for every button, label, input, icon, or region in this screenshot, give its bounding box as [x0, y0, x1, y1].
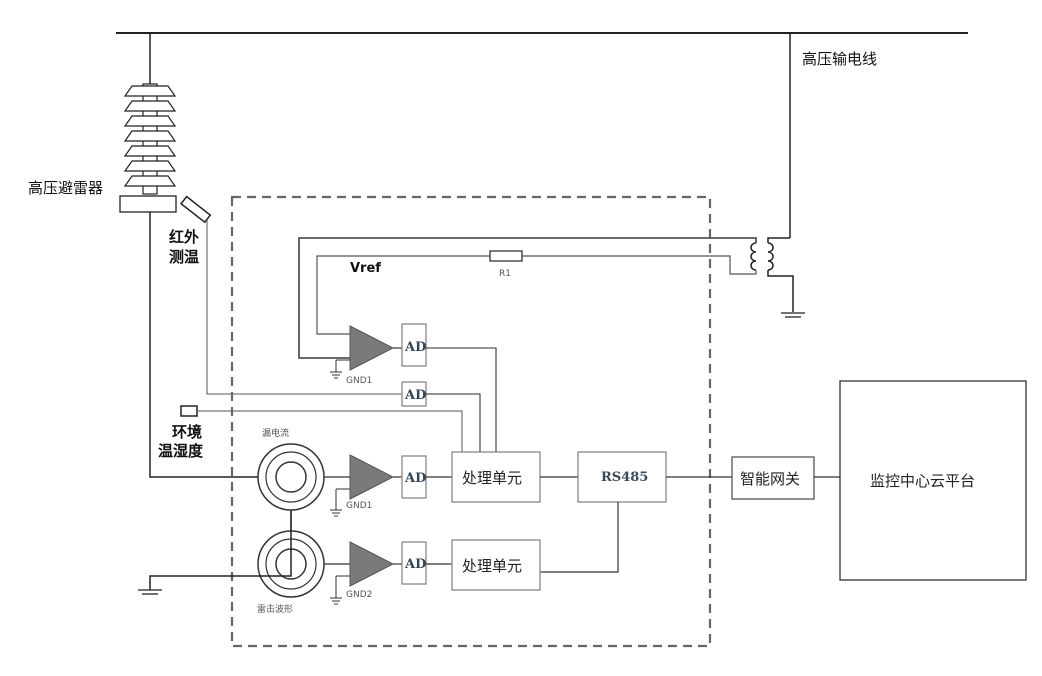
- vref-label: Vref: [350, 261, 381, 276]
- env-sensor-wire: [197, 410, 463, 452]
- env-label-1: 环境: [172, 423, 202, 441]
- leakage-current-sensor-icon: [257, 443, 325, 511]
- rs485-module: [577, 451, 667, 503]
- gnd1-b-icon: [330, 488, 350, 517]
- proc-1-label: 处理单元: [462, 469, 522, 487]
- cloud-label: 监控中心云平台: [870, 472, 975, 490]
- processing-unit-2: [451, 539, 541, 591]
- env-sensor-icon: [180, 405, 198, 417]
- processing-unit-1: [451, 451, 541, 503]
- ad-3-label: AD: [404, 471, 426, 486]
- r1-label: R1: [499, 269, 511, 279]
- hv-tap-to-coil: [767, 237, 790, 243]
- gnd1-a-label: GND1: [346, 376, 372, 386]
- ad-converter-1: [401, 323, 427, 367]
- amplifier-2-icon: [349, 454, 395, 500]
- env-label-2: 温湿度: [158, 442, 204, 460]
- gnd2-label: GND2: [346, 590, 372, 600]
- ground-icon-2: [138, 589, 162, 595]
- proc-2-label: 处理单元: [462, 557, 522, 575]
- amplifier-1-icon: [349, 325, 395, 371]
- ad2-to-proc: [426, 393, 481, 452]
- ir-sensor-icon: [180, 195, 212, 224]
- voltage-transformer-icon: [750, 242, 774, 271]
- ad-converter-2: [401, 381, 427, 407]
- hv-line-label: 高压输电线: [802, 50, 877, 68]
- ad-4-label: AD: [404, 557, 426, 572]
- ir-temp-label-1: 红外: [169, 228, 199, 246]
- ir-sensor-wire: [206, 220, 402, 395]
- gnd1-b-label: GND1: [346, 501, 372, 511]
- rs485-to-proc2: [540, 502, 619, 573]
- ad-2-label: AD: [404, 388, 426, 403]
- rs485-label: RS485: [601, 470, 648, 485]
- ad1-to-proc: [426, 347, 497, 452]
- lightning-wave-label: 雷击波形: [257, 603, 293, 615]
- gateway-label: 智能网关: [740, 470, 800, 488]
- gnd2-icon: [330, 575, 350, 605]
- ir-temp-label-2: 测温: [169, 248, 199, 266]
- smart-gateway: [731, 456, 815, 500]
- ad-converter-4: [401, 541, 427, 585]
- amplifier-3-icon: [349, 541, 395, 587]
- ad-1-label: AD: [404, 340, 426, 355]
- gnd1-a-icon: [330, 359, 350, 379]
- arrester-label: 高压避雷器: [28, 179, 103, 197]
- secondary-line-r1: [522, 255, 757, 275]
- resistor-r1-icon: [489, 250, 523, 262]
- vref-line: [316, 255, 490, 335]
- ground-icon: [781, 312, 805, 318]
- cloud-platform: [839, 380, 1027, 581]
- lightning-ground-lead: [149, 530, 292, 590]
- secondary-line-top: [298, 237, 757, 359]
- leak-current-label: 漏电流: [262, 427, 289, 439]
- transformer-ground-wire: [767, 270, 794, 312]
- surge-arrester-icon: [119, 33, 177, 213]
